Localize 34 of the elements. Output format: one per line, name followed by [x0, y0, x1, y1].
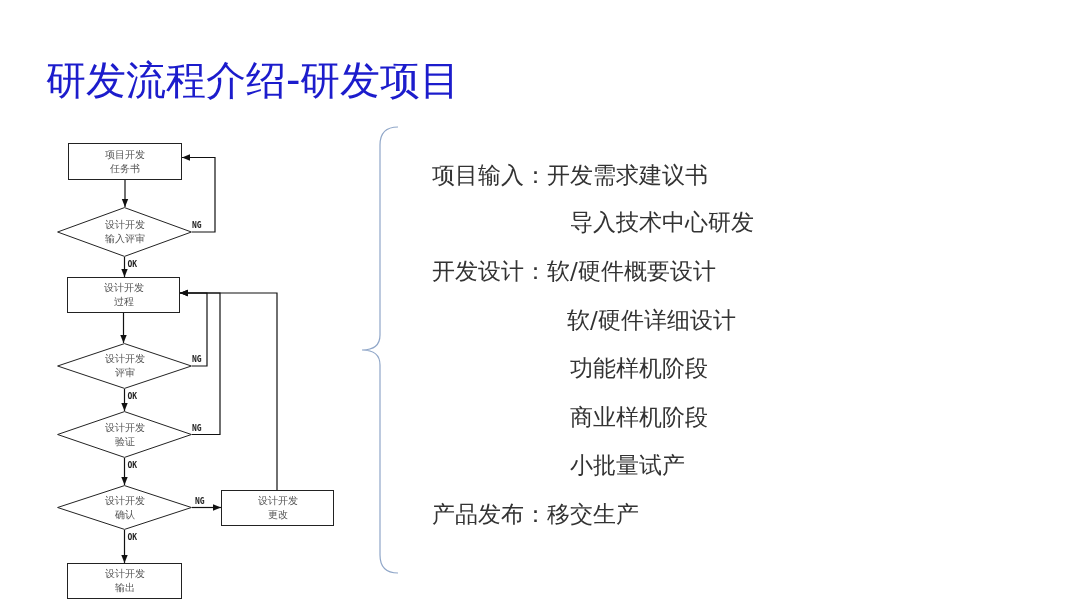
decision-diamond: 设计开发输入评审	[57, 207, 192, 257]
edge-label: OK	[126, 392, 139, 401]
edge-label: OK	[126, 461, 139, 470]
arrow	[121, 179, 129, 208]
title: 研发流程介绍-研发项目	[46, 56, 461, 104]
arrow	[120, 312, 127, 344]
arrow	[121, 457, 128, 486]
edge-label: OK	[126, 533, 139, 542]
text-line: 产品发布：移交生产	[432, 500, 639, 528]
process-box: 设计开发输出	[67, 563, 182, 599]
arrow	[121, 529, 128, 564]
text-line: 项目输入：开发需求建议书	[432, 161, 708, 189]
arrow	[121, 256, 128, 278]
text-line: 导入技术中心研发	[570, 208, 754, 236]
decision-diamond: 设计开发评审	[57, 343, 192, 389]
edge-label: OK	[126, 260, 139, 269]
text-line: 小批量试产	[570, 451, 685, 479]
text-line: 商业样机阶段	[570, 403, 708, 431]
text-line: 软/硬件详细设计	[567, 306, 736, 334]
text-line: 开发设计：软/硬件概要设计	[432, 257, 716, 285]
arrow	[179, 289, 278, 491]
process-box: 设计开发过程	[67, 277, 180, 313]
edge-label: NG	[191, 355, 203, 364]
text-line: 功能样机阶段	[570, 354, 708, 382]
arrow	[191, 504, 222, 511]
decision-diamond: 设计开发确认	[57, 485, 192, 530]
arrow	[181, 154, 216, 233]
process-box: 项目开发任务书	[68, 143, 182, 180]
edge-label: NG	[194, 496, 206, 506]
edge-label: NG	[191, 221, 203, 230]
decision-diamond: 设计开发验证	[57, 411, 192, 458]
arrow	[121, 388, 128, 412]
edge-label: NG	[191, 423, 203, 433]
process-box: 设计开发更改	[221, 490, 334, 526]
